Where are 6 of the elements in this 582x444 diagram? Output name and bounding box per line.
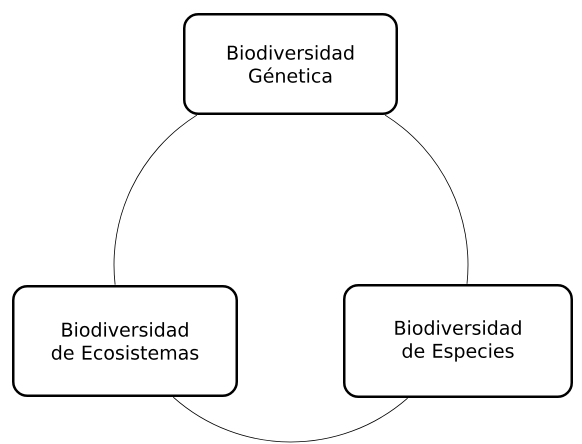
rounded-box: Biodiversidad Génetica bbox=[183, 13, 398, 115]
arc-connector bbox=[384, 114, 468, 284]
arc-connector bbox=[172, 396, 408, 442]
rounded-box: Biodiversidad de Ecosistemas bbox=[12, 284, 238, 397]
rounded-box: Biodiversidad de Especies bbox=[343, 284, 573, 398]
arc-connector bbox=[114, 114, 198, 286]
